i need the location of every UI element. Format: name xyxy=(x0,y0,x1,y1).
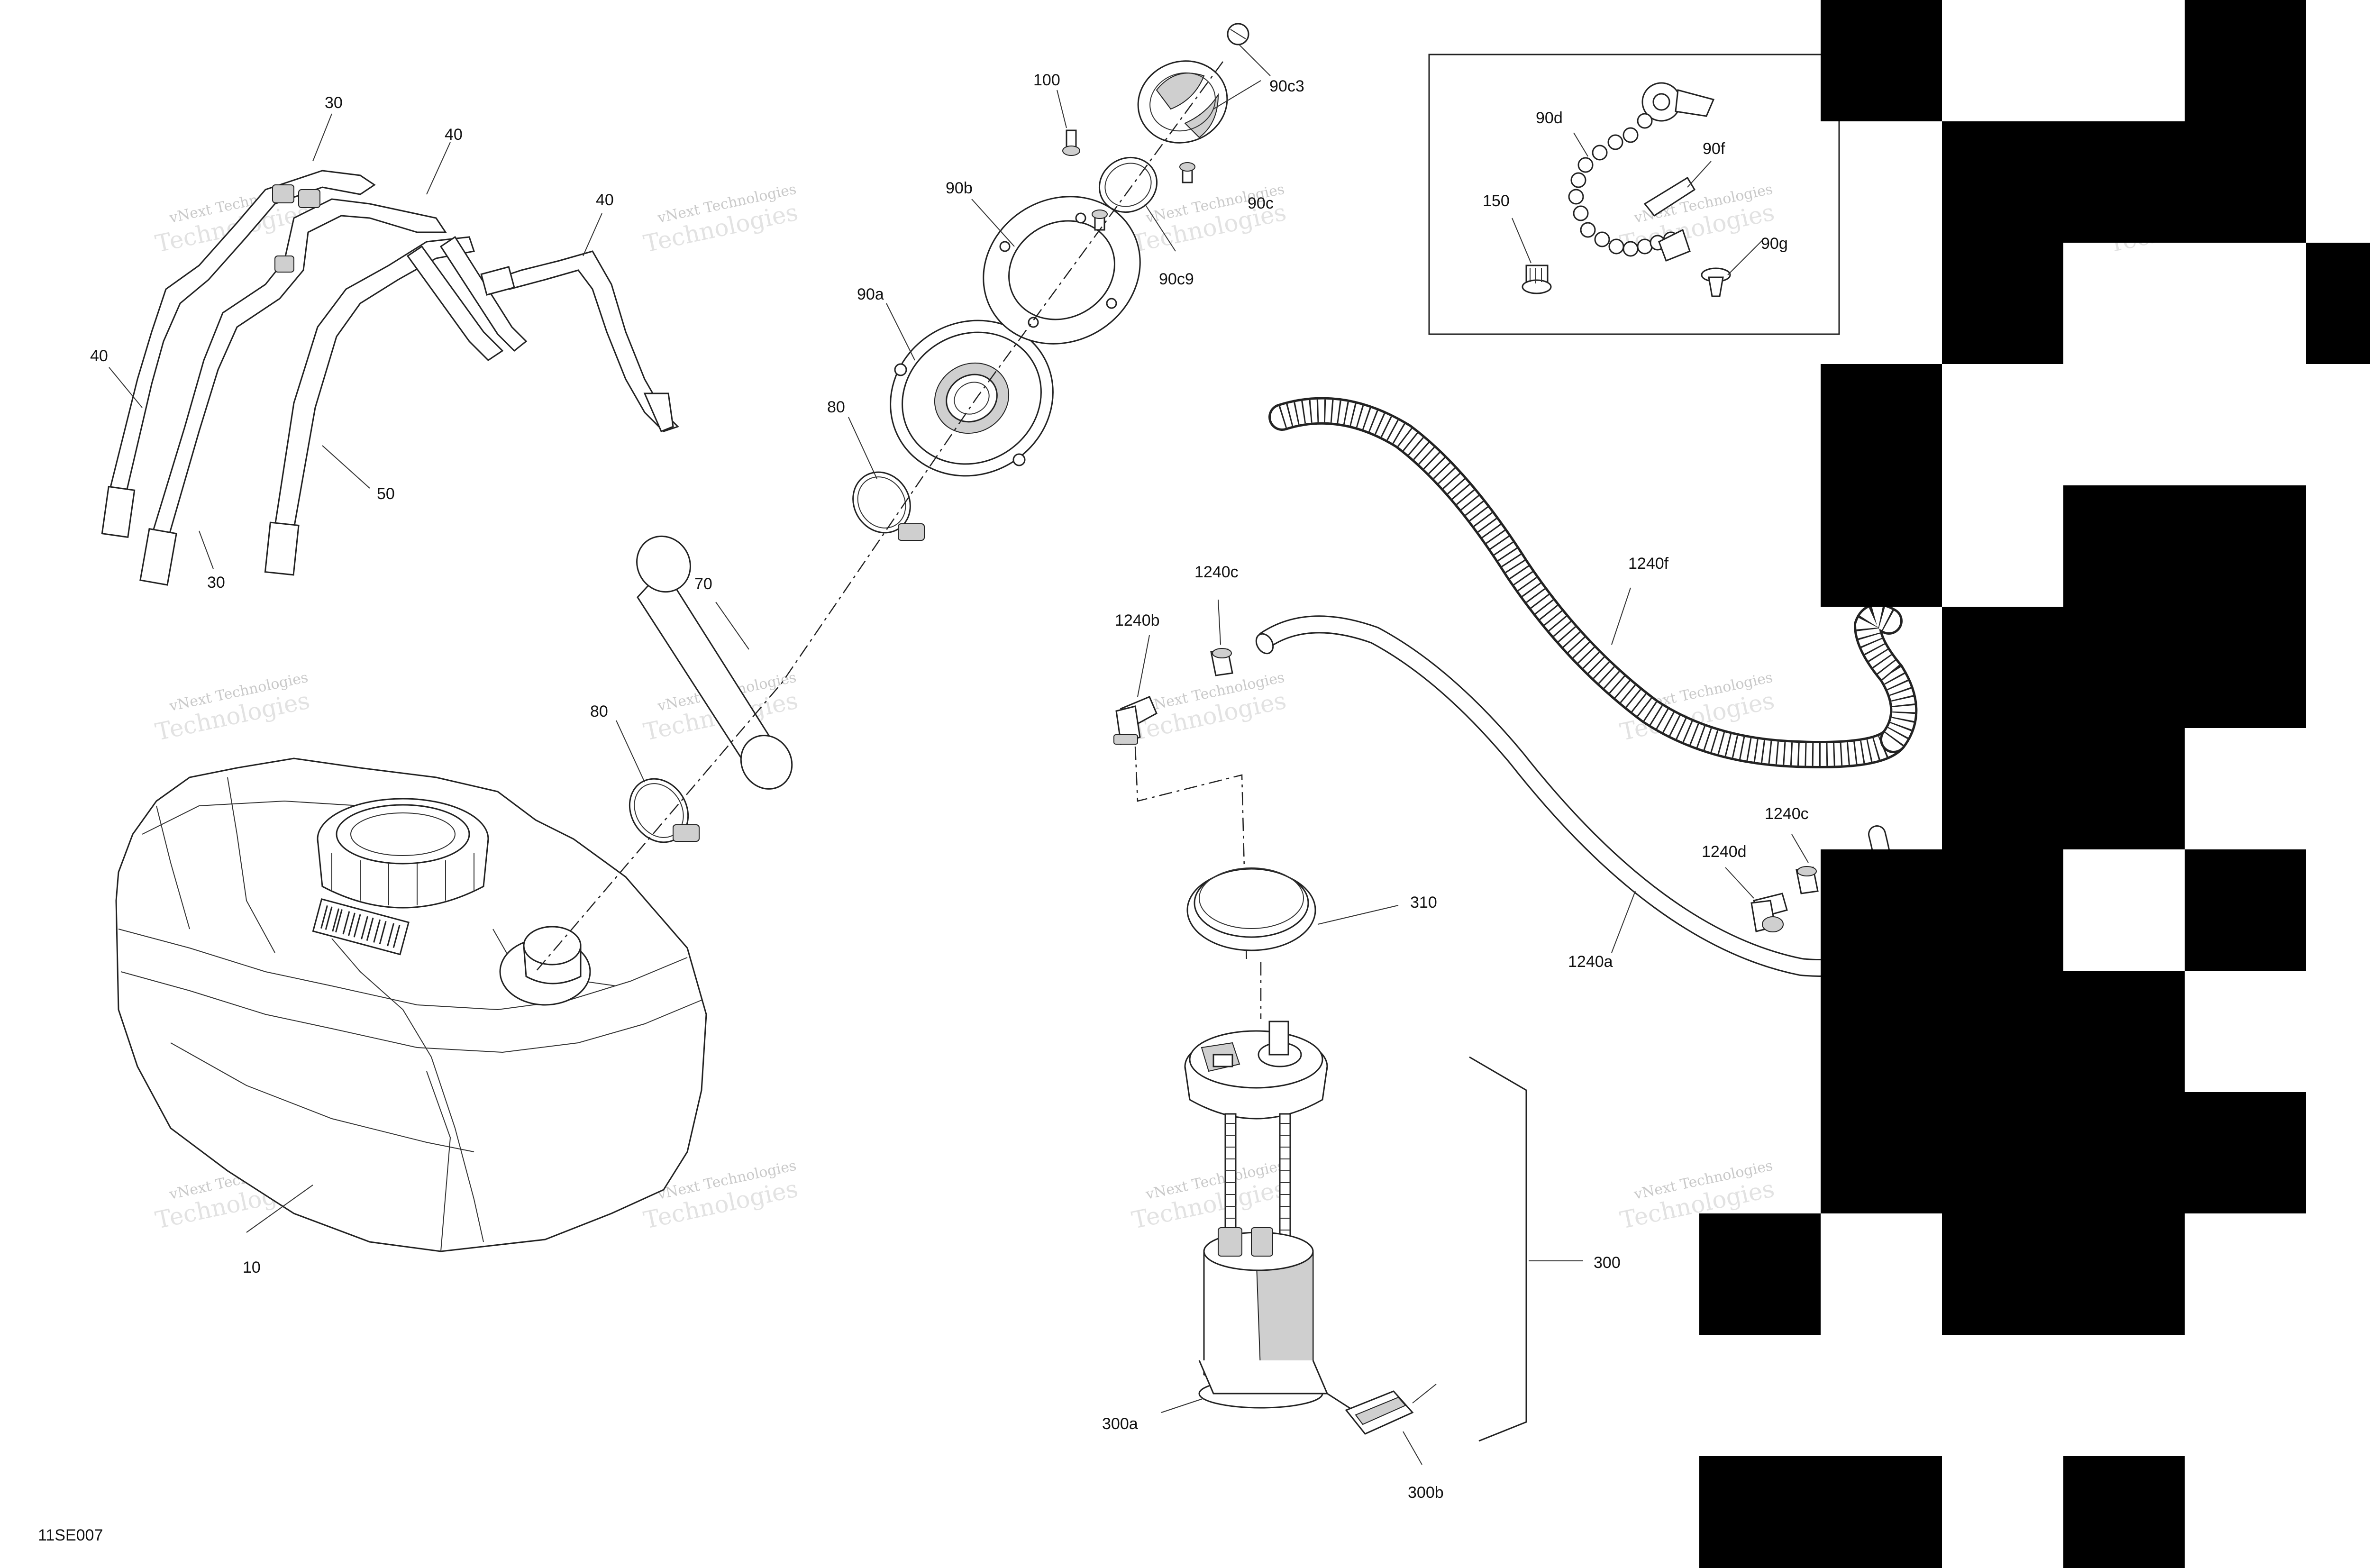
callout-310: 310 xyxy=(1410,893,1437,912)
watermark: Technologies vNext Technologies xyxy=(153,669,312,746)
tank-straps xyxy=(101,170,679,586)
filler-neck-assembly xyxy=(890,23,1249,477)
assembly-bracket xyxy=(1469,1056,1527,1442)
callout-40: 40 xyxy=(596,191,614,209)
callout-50: 50 xyxy=(377,485,395,503)
callout-30: 30 xyxy=(207,574,225,592)
watermark: Technologies vNext Technologies xyxy=(641,181,801,258)
callout-90b: 90b xyxy=(946,179,973,197)
callout-90f: 90f xyxy=(1703,140,1725,158)
callout-90c3: 90c3 xyxy=(1269,77,1304,95)
callout-90g: 90g xyxy=(1761,235,1788,253)
callout-300: 300 xyxy=(1594,1254,1621,1272)
fuel-pump-module xyxy=(1184,1021,1437,1435)
callout-1240b: 1240b xyxy=(1115,611,1160,629)
barcode-label xyxy=(312,898,410,956)
callout-80: 80 xyxy=(827,398,845,416)
bead-chain xyxy=(1568,82,1715,257)
callout-40: 40 xyxy=(445,126,463,144)
drawing-id: 11SE007 xyxy=(38,1526,103,1544)
fuel-tank xyxy=(115,757,707,1252)
screw xyxy=(1062,129,1080,156)
pump-seal-ring xyxy=(1186,867,1316,951)
callout-90c9: 90c9 xyxy=(1159,270,1194,288)
callout-1240f: 1240f xyxy=(1628,555,1669,573)
callout-1240c: 1240c xyxy=(1194,563,1239,581)
screw xyxy=(1179,162,1195,183)
assembly-axis-line xyxy=(535,61,1224,972)
quick-connector xyxy=(1113,696,1158,746)
overlay-blocks xyxy=(1699,0,2370,1568)
callout-90d: 90d xyxy=(1536,109,1563,127)
callout-1240d: 1240d xyxy=(1702,843,1747,861)
callout-70: 70 xyxy=(694,575,712,593)
callout-300b: 300b xyxy=(1408,1484,1444,1502)
callout-300a: 300a xyxy=(1102,1415,1138,1433)
callout-labels: 30 40 40 40 50 30 10 70 80 80 90a 90b 10… xyxy=(38,71,1809,1544)
screw xyxy=(1092,210,1108,231)
callout-10: 10 xyxy=(243,1258,261,1276)
callout-1240a: 1240a xyxy=(1568,953,1613,971)
callout-40: 40 xyxy=(90,347,108,365)
callout-150: 150 xyxy=(1483,192,1510,210)
callout-100: 100 xyxy=(1033,71,1060,89)
callout-80: 80 xyxy=(590,702,608,720)
callout-30: 30 xyxy=(325,94,343,112)
tether-detail-inset xyxy=(1428,54,1840,335)
watermark: Technologies vNext Technologies xyxy=(1130,1158,1289,1234)
leader-lines xyxy=(109,45,1809,1465)
quick-connector xyxy=(1750,893,1788,932)
callout-1240c: 1240c xyxy=(1765,805,1809,823)
filler-hose-assembly xyxy=(629,471,925,843)
callout-90c: 90c xyxy=(1248,194,1274,212)
callout-90a: 90a xyxy=(857,285,884,303)
